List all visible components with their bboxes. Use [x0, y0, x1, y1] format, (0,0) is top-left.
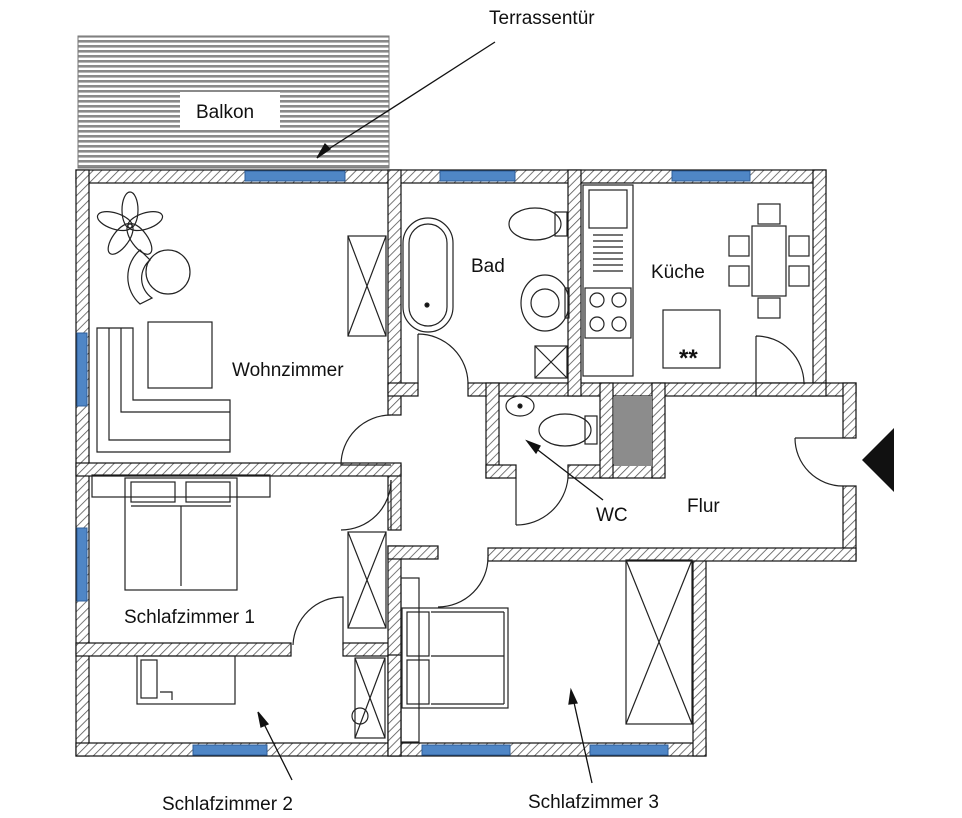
label-bad: Bad — [471, 256, 505, 277]
room-labels: Terrassentür Balkon Bad Küche ** Wohnzim… — [124, 8, 720, 815]
entrance-arrow-icon — [862, 428, 894, 492]
wc-fixtures — [505, 395, 598, 447]
balcony — [77, 35, 390, 169]
label-kueche: Küche — [651, 262, 705, 283]
doors — [292, 333, 844, 646]
label-schlafzimmer-2: Schlafzimmer 2 — [162, 794, 293, 815]
pointer-arrows — [257, 41, 604, 784]
wc-storage-block — [614, 396, 652, 466]
living-room-furniture — [96, 191, 387, 453]
label-flur: Flur — [687, 496, 720, 517]
bedroom-3-furniture — [400, 559, 693, 743]
bathroom-fixtures — [402, 207, 570, 379]
walls — [75, 169, 857, 757]
bedroom-1-furniture — [91, 474, 387, 629]
label-wc: WC — [596, 505, 628, 526]
label-schlafzimmer-1: Schlafzimmer 1 — [124, 607, 255, 628]
bedroom-2-furniture — [136, 655, 386, 739]
label-balkon: Balkon — [196, 102, 254, 123]
kitchen-mark: ** — [679, 345, 698, 372]
windows — [76, 170, 751, 756]
label-terrassentuer: Terrassentür — [489, 8, 595, 29]
kitchen-fixtures — [582, 184, 810, 377]
label-schlafzimmer-3: Schlafzimmer 3 — [528, 792, 659, 813]
label-wohnzimmer: Wohnzimmer — [232, 360, 344, 381]
